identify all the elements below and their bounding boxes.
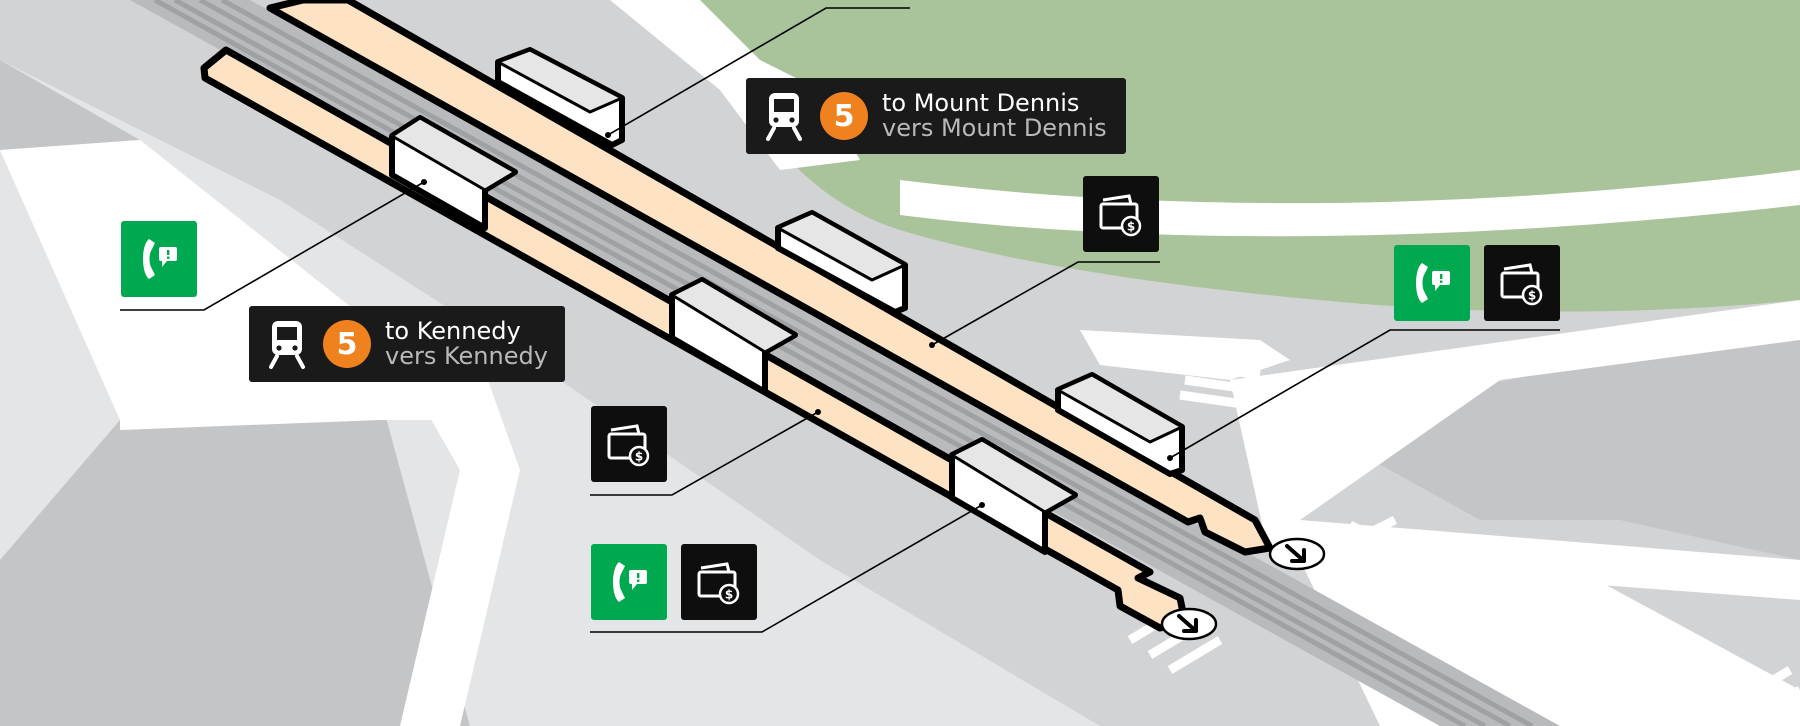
shelters-south — [389, 115, 1078, 555]
amenity-intercom — [591, 544, 667, 620]
direction-english: to Kennedy — [385, 316, 521, 345]
road-east — [1230, 300, 1800, 600]
train-icon — [269, 321, 305, 369]
fare-vending-machine-icon: $ — [607, 424, 650, 467]
line-5-badge: 5 — [323, 320, 371, 368]
amenity-fare: $ — [681, 544, 757, 620]
passenger-assistance-intercom-icon — [143, 239, 177, 279]
passenger-assistance-intercom-icon — [1416, 263, 1450, 303]
amenity-intercom — [121, 221, 197, 297]
direction-french: vers Kennedy — [385, 342, 548, 370]
direction-label-kennedy: 5 to Kennedy vers Kennedy — [249, 306, 565, 382]
city-block-south — [0, 395, 470, 726]
park-area — [650, 0, 1800, 312]
direction-label-mount-dennis: 5 to Mount Dennis vers Mount Dennis — [746, 78, 1126, 154]
exit-arrow-icon — [1160, 607, 1218, 641]
fare-vending-machine-icon: $ — [1500, 263, 1543, 306]
svg-text:$: $ — [725, 588, 733, 602]
line-5-badge: 5 — [820, 92, 868, 140]
direction-english: to Mount Dennis — [882, 88, 1080, 117]
road-south-west — [380, 330, 520, 726]
svg-text:$: $ — [1528, 289, 1536, 303]
leader-dots — [421, 132, 1173, 508]
city-block-east — [1300, 330, 1800, 560]
amenity-fare: $ — [1083, 176, 1159, 252]
city-block-edge — [0, 60, 140, 150]
svg-text:$: $ — [1127, 220, 1135, 234]
train-icon — [766, 93, 802, 141]
leader-lines — [120, 7, 1560, 633]
passenger-assistance-intercom-icon — [613, 562, 647, 602]
fare-vending-machine-icon: $ — [1099, 194, 1142, 237]
svg-text:$: $ — [635, 450, 643, 464]
direction-french: vers Mount Dennis — [882, 114, 1107, 142]
amenity-fare: $ — [591, 406, 667, 482]
exit-arrow-icon — [1268, 537, 1326, 571]
amenity-fare: $ — [1484, 245, 1560, 321]
amenity-intercom — [1394, 245, 1470, 321]
fare-vending-machine-icon: $ — [697, 562, 740, 605]
shelters-north — [495, 47, 1185, 477]
